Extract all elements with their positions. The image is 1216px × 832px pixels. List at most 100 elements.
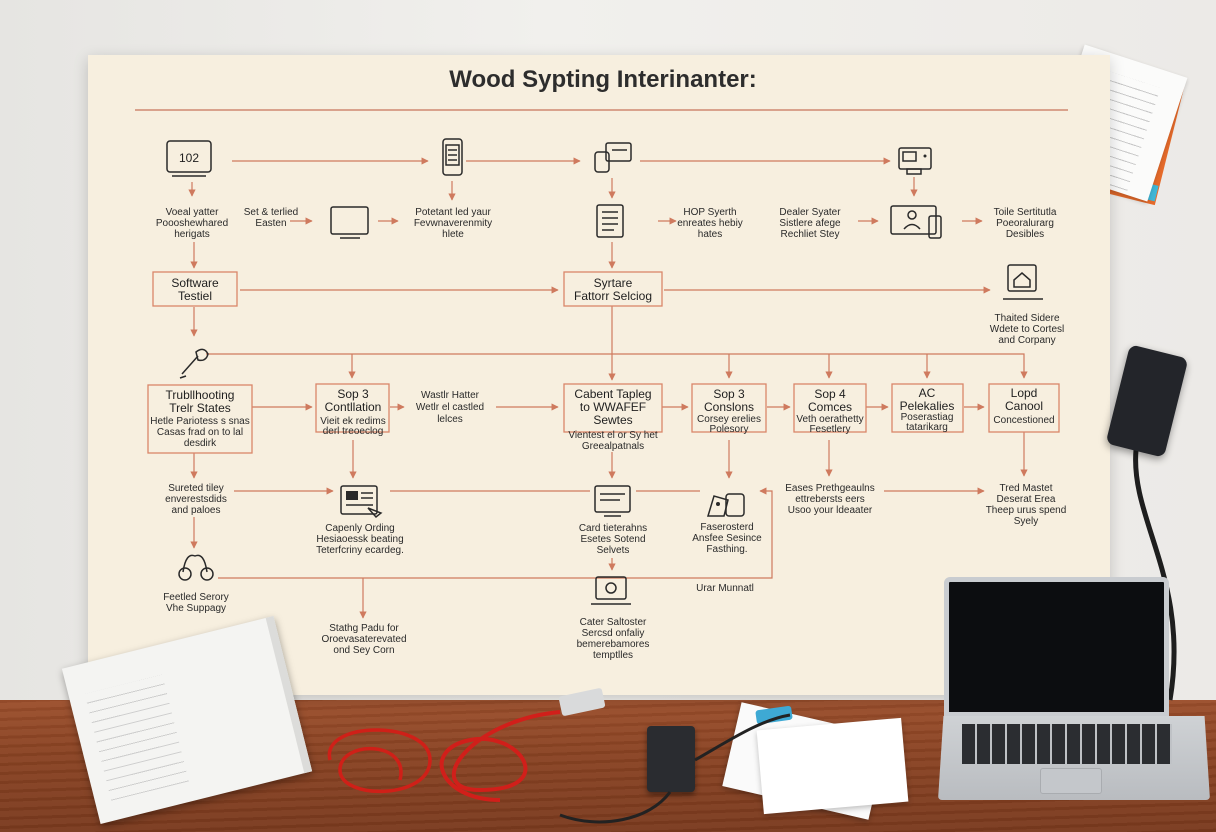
headphones-icon bbox=[178, 554, 214, 581]
label-cater-line-2: Sercsd onfaliy bbox=[582, 628, 645, 639]
label-sureted-line-1: Sureted tiley bbox=[168, 483, 224, 494]
label-thaited-line-2: Wdete to Cortesl bbox=[990, 324, 1064, 335]
label-ac-line-2: Pelekalies bbox=[900, 399, 955, 413]
monitor-icon: 102 bbox=[166, 140, 212, 177]
label-potent-line-1: Potetant led yaur bbox=[415, 207, 491, 218]
printer-icon bbox=[898, 147, 932, 175]
label-trub-note-line-1: Hetle Pariotess s snas bbox=[150, 416, 250, 427]
label-toile-line-3: Desibles bbox=[1006, 229, 1044, 240]
label-trub-note-line-3: desdirk bbox=[184, 438, 217, 449]
label-tred-line-1: Tred Mastet bbox=[1000, 483, 1053, 494]
label-sop4-line-2: Comces bbox=[808, 400, 852, 414]
box-software bbox=[152, 271, 238, 307]
label-card-line-2: Esetes Sotend bbox=[580, 534, 645, 545]
label-card-line-1: Card tieterahns bbox=[579, 523, 647, 534]
label-potent-line-3: hlete bbox=[442, 229, 464, 240]
label-set-line-2: Easten bbox=[255, 218, 286, 229]
power-adapter bbox=[647, 726, 695, 792]
label-sureted-line-3: and paloes bbox=[172, 505, 221, 516]
label-lopd-line-2: Canool bbox=[1005, 399, 1043, 413]
label-stathg-line-1: Stathg Padu for bbox=[329, 623, 399, 634]
label-cabent-line-1: Cabent Tapleg bbox=[574, 387, 651, 401]
label-thaited-line-3: and Corpany bbox=[998, 335, 1055, 346]
box-sop3b bbox=[691, 383, 767, 433]
label-sop3a-line-2: Contllation bbox=[325, 400, 382, 414]
label-cater-line-3: bemerebamores bbox=[577, 639, 650, 650]
label-sureted-line-2: enverestsdids bbox=[165, 494, 227, 505]
label-sop3a-note-line-2: derl treoeclog bbox=[323, 426, 384, 437]
document-icon bbox=[596, 204, 624, 238]
label-cabent-note-line-1: Vientest el or Sy het bbox=[568, 430, 658, 441]
tablet-icon bbox=[594, 485, 631, 517]
label-fected-line-2: Vhe Suppagy bbox=[166, 603, 226, 614]
label-tred-line-2: Deserat Erea bbox=[997, 494, 1056, 505]
label-sop3b-note-line-2: Polesory bbox=[710, 424, 749, 435]
label-trub-line-2: Trelr States bbox=[169, 401, 231, 415]
label-eases-line-3: Usoo your ldeaater bbox=[788, 505, 873, 516]
label-capenly-line-3: Teterfcriny ecardeg. bbox=[316, 545, 404, 556]
label-ac-note-line-1: Poserastiag bbox=[901, 412, 954, 423]
label-capenly-line-1: Capenly Ording bbox=[325, 523, 394, 534]
label-vocal-line-1: Voeal yatter bbox=[166, 207, 219, 218]
edge-bus bbox=[206, 353, 1028, 379]
label-dealer-line-1: Dealer Syater bbox=[779, 207, 841, 218]
label-tred-line-3: Theep urus spend bbox=[986, 505, 1067, 516]
toolbox-icon bbox=[706, 493, 745, 517]
label-fasero-line-1: Faserosterd bbox=[700, 522, 753, 533]
label-cabent-note-line-2: Greealpatnals bbox=[582, 441, 644, 452]
edges bbox=[188, 157, 1028, 619]
label-sop4-note-line-1: Veth oerathetty bbox=[796, 414, 863, 425]
label-sop3b-note-line-1: Corsey erelies bbox=[697, 414, 761, 425]
diagram-poster bbox=[88, 55, 1110, 695]
loose-paper-top bbox=[756, 717, 909, 815]
label-hop-line-1: HOP Syerth bbox=[683, 207, 736, 218]
box-lopd bbox=[988, 383, 1060, 433]
label-tred-line-4: Syely bbox=[1014, 516, 1038, 527]
label-trub-line-1: Trubllhooting bbox=[166, 388, 235, 402]
label-lopd-line-1: Lopd bbox=[1011, 386, 1038, 400]
label-sop3a-line-1: Sop 3 bbox=[337, 387, 369, 401]
label-fected-line-1: Feetled Serory bbox=[163, 592, 229, 603]
label-hop-line-2: enreates hebiy bbox=[677, 218, 743, 229]
house-icon bbox=[1003, 264, 1043, 300]
label-cabent-line-3: Sewtes bbox=[593, 413, 632, 427]
label-toile-line-2: Poeoralurarg bbox=[996, 218, 1054, 229]
label-eases-line-2: ettrebersts eers bbox=[795, 494, 864, 505]
label-cater-line-4: temptlles bbox=[593, 650, 633, 661]
label-vocal-line-3: herigats bbox=[174, 229, 210, 240]
label-fasero-line-3: Fasthing. bbox=[706, 544, 747, 555]
label-sop3a-note-line-1: Vieit ek redims bbox=[320, 416, 385, 427]
label-eases-line-1: Eases Prethgeaulns bbox=[785, 483, 875, 494]
pen-icon bbox=[179, 348, 209, 379]
label-wastlr-line-3: lelces bbox=[437, 414, 463, 425]
label-stathg-line-2: Oroevasaterevated bbox=[321, 634, 406, 645]
label-ac-note-line-2: tatarikarg bbox=[906, 422, 948, 433]
label-trub-note-line-2: Casas frad on to lal bbox=[157, 427, 243, 438]
label-set-line-1: Set & terlied bbox=[244, 207, 298, 218]
label-sop3b-line-1: Sop 3 bbox=[713, 387, 745, 401]
card-reader-icon bbox=[594, 142, 632, 173]
label-dealer-line-3: Rechliet Stey bbox=[781, 229, 840, 240]
phone-icon bbox=[442, 138, 463, 176]
laptop-trackpad bbox=[1040, 768, 1102, 794]
box-sop3a bbox=[315, 383, 390, 433]
diagram-title: Wood Sypting Interinanter: bbox=[449, 66, 757, 93]
label-vocal-line-2: Poooshewhared bbox=[156, 218, 228, 229]
label-lopd-note-line-1: Concestioned bbox=[993, 415, 1054, 426]
label-stathg-line-3: ond Sey Corn bbox=[333, 645, 394, 656]
box-cabent bbox=[563, 383, 663, 433]
edge-bottom-loop bbox=[218, 487, 773, 579]
display-icon bbox=[330, 206, 369, 239]
label-sop4-note-line-2: Fesetlery bbox=[809, 424, 850, 435]
label-thaited-line-1: Thaited Sidere bbox=[994, 313, 1059, 324]
box-ac bbox=[891, 383, 964, 433]
label-hop-line-3: hates bbox=[698, 229, 722, 240]
label-dealer-line-2: Sistlere afege bbox=[779, 218, 841, 229]
label-syrtare-line-2: Fattorr Selciog bbox=[574, 289, 652, 303]
box-troubleshooting bbox=[147, 384, 253, 454]
label-fasero-line-2: Ansfee Sesince bbox=[692, 533, 762, 544]
label-sop4-line-1: Sop 4 bbox=[814, 387, 846, 401]
laptop bbox=[944, 577, 1169, 717]
label-wastlr-line-1: Wastlr Hatter bbox=[421, 390, 480, 401]
